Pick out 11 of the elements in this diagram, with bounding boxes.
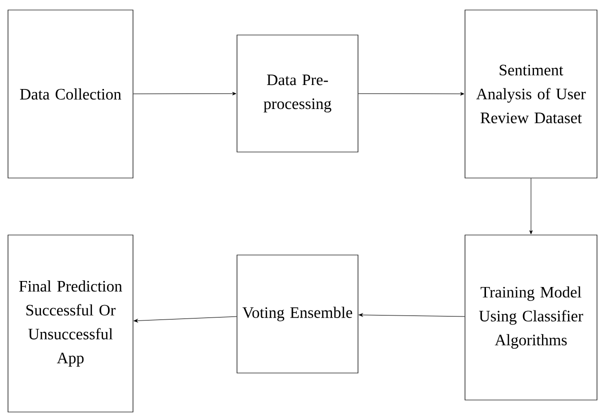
process-box: Voting Ensemble bbox=[236, 254, 358, 374]
process-box: Training Model Using Classifier Algorithms bbox=[464, 234, 598, 400]
arrow bbox=[529, 178, 533, 234]
process-box: Final Prediction Successful Or Unsuccessful App bbox=[8, 234, 134, 412]
arrow bbox=[358, 92, 464, 96]
arrow bbox=[134, 316, 237, 322]
process-box: Data Collection bbox=[8, 10, 134, 178]
process-box: Sentiment Analysis of User Review Dataset bbox=[464, 10, 598, 178]
process-box: Data Pre-processing bbox=[236, 34, 358, 152]
arrow bbox=[133, 92, 236, 96]
arrow bbox=[358, 313, 465, 317]
